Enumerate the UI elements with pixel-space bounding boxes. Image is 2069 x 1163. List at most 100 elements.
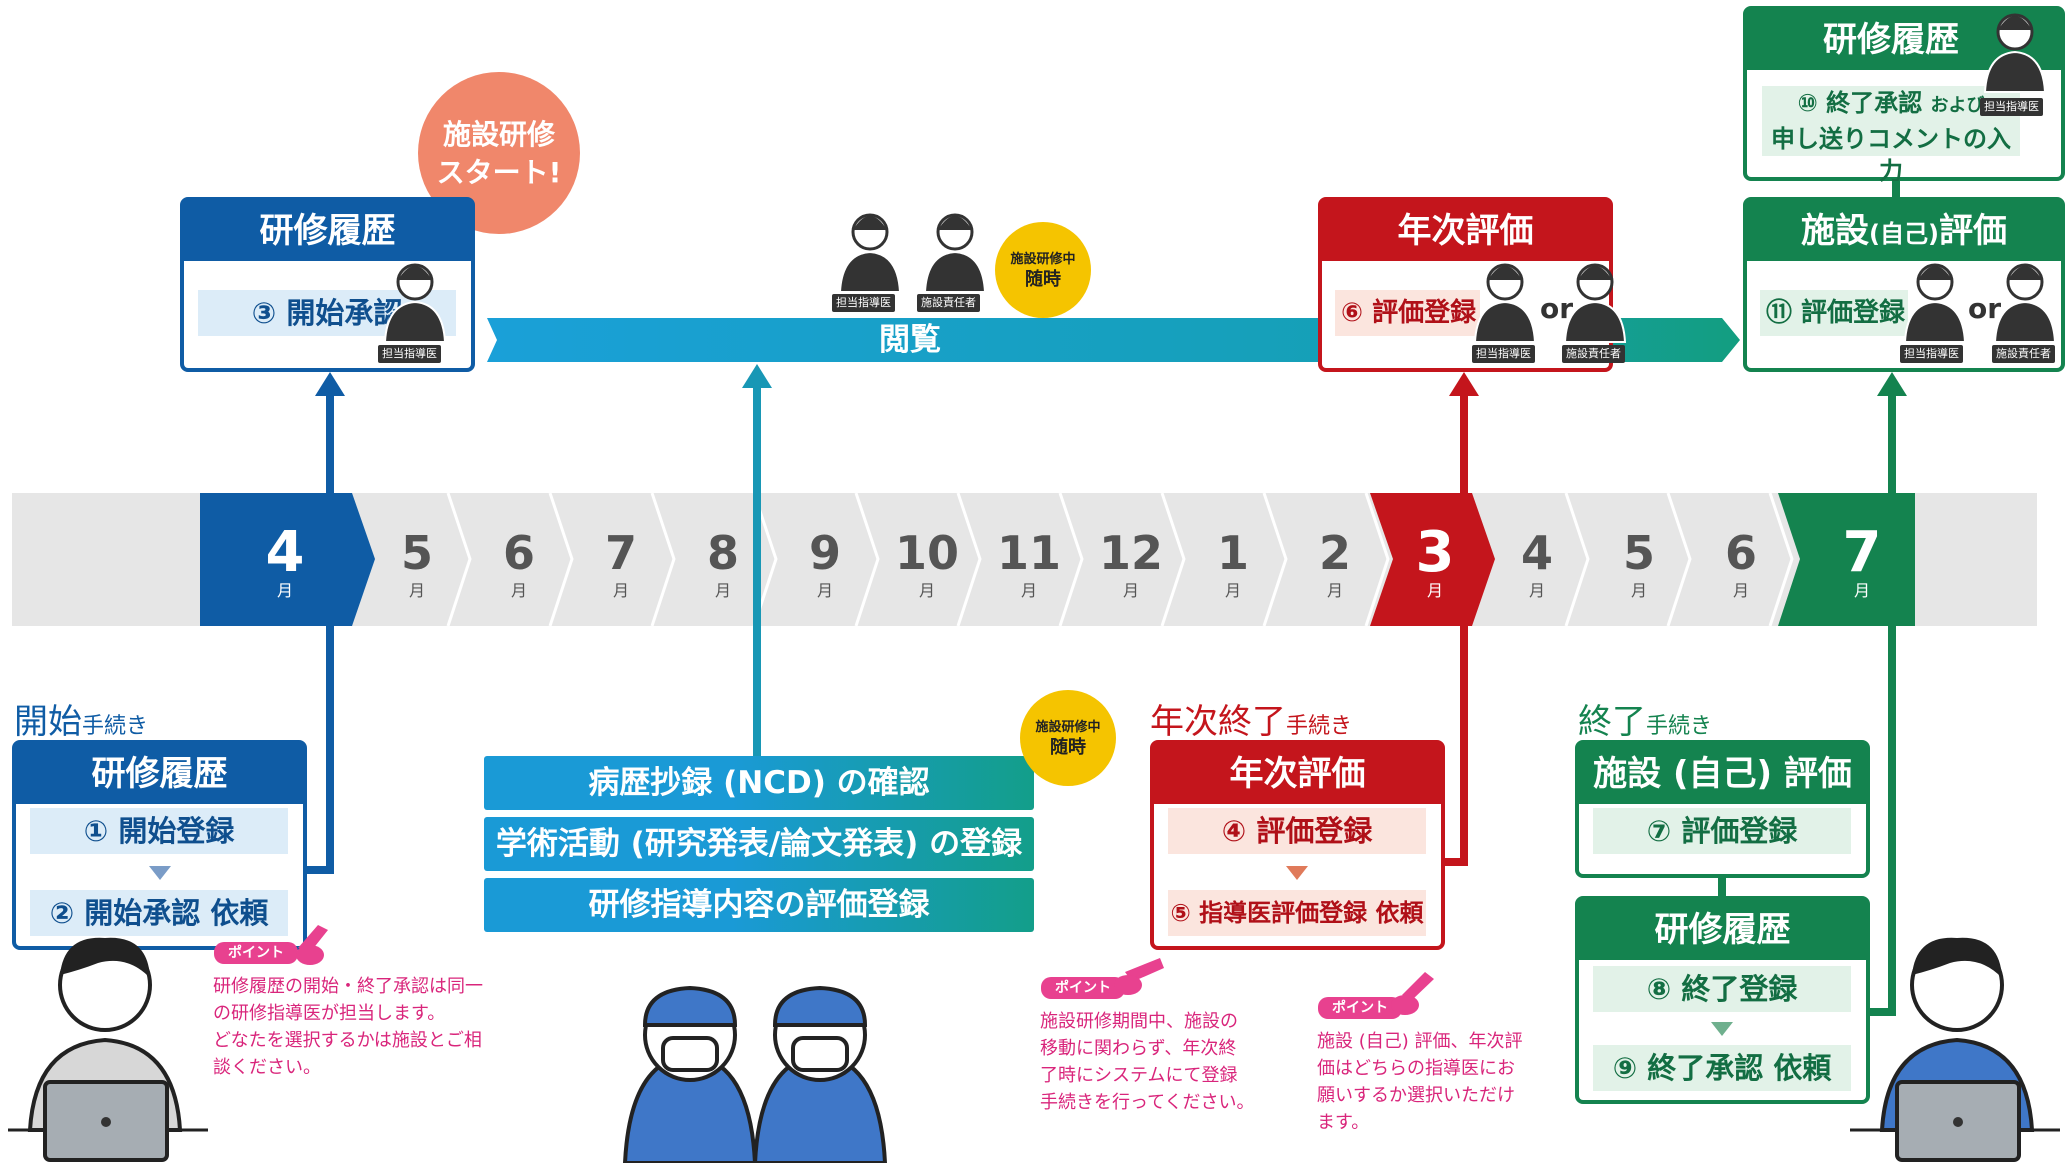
badge-line2: 随時 xyxy=(1025,269,1061,290)
chevron-divider xyxy=(650,492,676,627)
month-number: 7 xyxy=(1842,520,1882,585)
title-b: (自己) xyxy=(1869,220,1939,248)
month-unit: 月 xyxy=(1224,581,1241,600)
chevron-divider xyxy=(1262,492,1288,627)
month-number: 1 xyxy=(1216,526,1249,580)
month-number: 3 xyxy=(1415,520,1455,585)
person-icon xyxy=(1473,263,1537,343)
annual-end-procedure-label: 年次終了手続き xyxy=(1150,694,1352,743)
chevron-divider xyxy=(854,492,880,627)
down-triangle xyxy=(149,866,171,880)
eval-register-item[interactable]: ④ 評価登録 xyxy=(1168,808,1426,854)
title-c: 評価 xyxy=(1938,211,2007,251)
point-note-2: 施設研修期間中、施設の 移動に関わらず、年次終 了時にシステムにて登録 手続きを… xyxy=(1040,1008,1255,1116)
down-triangle xyxy=(1711,1022,1733,1036)
label: 終了 xyxy=(1578,702,1646,742)
arrow-elbow xyxy=(1860,1008,1896,1016)
supervisor-eval-request-item[interactable]: ⑤ 指導医評価登録 依頼 xyxy=(1168,890,1426,936)
or-text: or xyxy=(1540,292,1574,325)
chevron-divider xyxy=(1666,492,1692,627)
facility-eval-item[interactable]: ⑪ 評価登録 xyxy=(1760,290,1908,336)
point-tag: ポイント xyxy=(1041,977,1125,999)
point-note-1: 研修履歴の開始・終了承認は同一 の研修指導医が担当します。 どなたを選択するかは… xyxy=(213,973,483,1081)
arrow-elbow xyxy=(298,866,334,874)
arrow-head xyxy=(1449,372,1479,396)
resident-left-illustration xyxy=(8,937,208,1162)
item-line2: 申し送りコメントの入力 xyxy=(1771,125,2011,185)
label-small: 手続き xyxy=(82,714,149,739)
down-triangle xyxy=(1286,866,1308,880)
month-unit: 月 xyxy=(1630,581,1647,600)
or-text: or xyxy=(1968,292,2002,325)
start-badge-line2: スタート! xyxy=(436,156,562,189)
end-approval-item[interactable]: ⑩ 終了承認 および 申し送りコメントの入力 xyxy=(1762,86,2020,185)
month-number: 7 xyxy=(604,526,637,580)
chevron-divider xyxy=(1768,492,1794,627)
point-note-3: 施設 (自己) 評価、年次評 価はどちらの指導医にお 願いするか選択いただけ ま… xyxy=(1317,1028,1523,1136)
chevron-divider xyxy=(446,492,472,627)
facility-eval-register-item[interactable]: ⑦ 評価登録 xyxy=(1593,808,1851,854)
start-approval-request-item[interactable]: ② 開始承認 依頼 xyxy=(30,890,288,936)
note-line: 研修履歴の開始・終了承認は同一 xyxy=(213,976,483,997)
label-small: 手続き xyxy=(1646,714,1713,739)
annual-eval-item[interactable]: ⑥ 評価登録 xyxy=(1335,290,1480,336)
card-title: 研修履歴 xyxy=(1579,900,1866,960)
start-register-item[interactable]: ① 開始登録 xyxy=(30,808,288,854)
chevron-divider xyxy=(752,492,778,627)
person-icon xyxy=(1563,263,1627,343)
person-icon xyxy=(383,263,447,343)
month-unit: 月 xyxy=(1528,581,1545,600)
arrow-browse xyxy=(753,384,761,759)
chevron-divider xyxy=(1058,492,1084,627)
ncd-check-row[interactable]: 病歴抄録 (NCD) の確認 xyxy=(484,756,1034,810)
note-line: 価はどちらの指導医にお xyxy=(1317,1058,1515,1079)
connector xyxy=(1718,878,1726,898)
end-approval-request-item[interactable]: ⑨ 終了承認 依頼 xyxy=(1593,1045,1851,1091)
month-number: 11 xyxy=(996,526,1061,580)
person-icon xyxy=(923,213,987,293)
note-line: 移動に関わらず、年次終 xyxy=(1040,1038,1237,1059)
month-number: 2 xyxy=(1318,526,1351,580)
person-icon xyxy=(1993,263,2057,343)
academic-activity-row[interactable]: 学術活動 (研究発表/論文発表) の登録 xyxy=(484,817,1034,871)
role-label: 担当指導医 xyxy=(832,294,895,312)
note-line: 願いするか選択いただけ xyxy=(1317,1085,1515,1106)
chevron-divider xyxy=(956,492,982,627)
item-line1-a: ⑩ 終了承認 xyxy=(1797,89,1923,117)
browse-anytime-badge: 施設研修中 随時 xyxy=(995,222,1091,318)
arrow-start xyxy=(326,392,334,872)
card-title: 施設 (自己) 評価 xyxy=(1579,744,1866,804)
month-number: 4 xyxy=(1520,526,1553,580)
role-label: 担当指導医 xyxy=(1980,98,2043,116)
person-icon xyxy=(1903,263,1967,343)
note-line: ます。 xyxy=(1317,1112,1370,1133)
label: 年次終了 xyxy=(1150,702,1286,742)
end-register-item[interactable]: ⑧ 終了登録 xyxy=(1593,966,1851,1012)
month-unit: 月 xyxy=(1732,581,1749,600)
pointing-hand-icon xyxy=(296,925,1434,1015)
month-number: 5 xyxy=(400,526,433,580)
month-unit: 月 xyxy=(1853,581,1870,600)
chevron-divider xyxy=(1160,492,1186,627)
card-title: 施設(自己)評価 xyxy=(1747,201,2061,261)
month-unit: 月 xyxy=(816,581,833,600)
chevron-divider xyxy=(1564,492,1590,627)
month-number: 9 xyxy=(808,526,841,580)
item-line1-b: および xyxy=(1930,95,1985,116)
arrow-head xyxy=(742,364,772,388)
role-label: 担当指導医 xyxy=(1900,345,1963,363)
badge-line1: 施設研修中 xyxy=(1035,720,1101,735)
note-line: 了時にシステムにて登録 xyxy=(1040,1065,1238,1086)
month-number: 5 xyxy=(1622,526,1655,580)
guidance-eval-row[interactable]: 研修指導内容の評価登録 xyxy=(484,878,1034,932)
start-badge: 施設研修 スタート! xyxy=(418,72,580,234)
month-number: 10 xyxy=(894,526,959,580)
